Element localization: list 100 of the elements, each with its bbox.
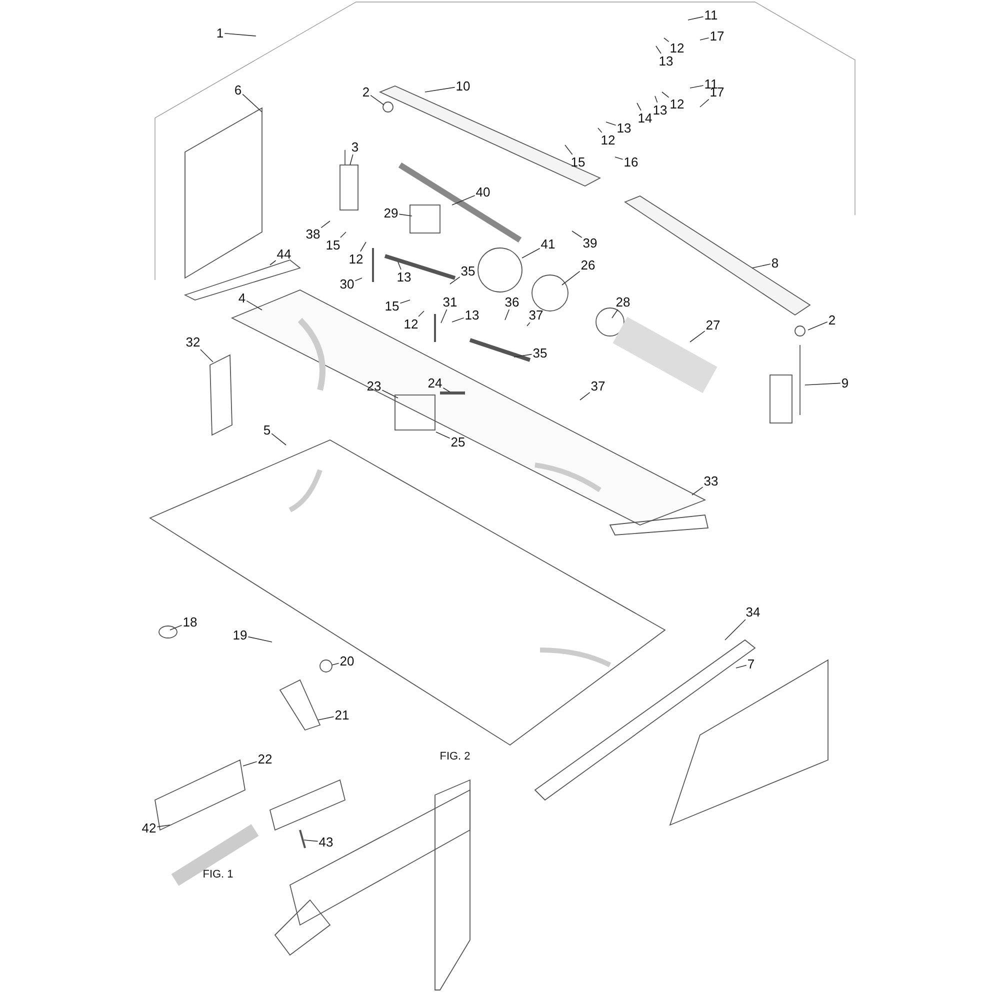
leader-line [424,86,456,92]
leader-line [452,195,476,206]
leader-line [526,322,530,326]
callout-number: 18 [182,614,198,630]
leader-line [804,382,841,386]
leader-line [688,16,704,20]
callout-number: 32 [184,334,202,350]
leader-line [156,824,170,828]
callout-number: 1 [215,26,225,40]
callout-number: 10 [454,78,472,94]
leader-line [320,220,330,228]
callout-number: 19 [232,628,248,642]
leader-line [752,264,771,268]
leader-line [736,664,747,668]
leader-line [340,232,346,238]
callout-number: 13 [616,120,632,136]
callout-number: 26 [580,258,596,272]
leader-line [564,144,573,155]
callout-number: 37 [590,378,606,394]
leader-line [270,260,276,266]
callout-number: 35 [460,264,476,278]
callout-number: 34 [744,604,762,620]
callout-number: 24 [426,376,444,390]
callout-number: 35 [532,346,548,360]
callout-number: 3 [350,140,360,154]
leader-line [636,102,642,111]
callout-number: 15 [384,298,400,314]
leader-line [522,248,540,258]
callout-number: 13 [652,102,668,118]
leader-line [450,276,460,284]
callout-number: 40 [474,184,492,200]
leader-line [382,390,398,398]
callout-number: 30 [338,276,356,292]
leader-line [246,300,262,310]
callout-number: 14 [636,110,654,126]
callout-number: 37 [528,308,544,322]
callout-number: 33 [702,474,720,488]
leader-line [370,94,384,106]
leader-line [170,624,182,630]
leader-line [318,716,334,720]
leader-line [664,38,670,42]
callout-number: 25 [450,434,466,450]
callout-number: 41 [540,236,556,252]
callout-number: 31 [442,294,458,310]
leader-line [692,486,704,496]
leader-line [562,270,580,286]
leader-line [248,636,272,642]
callout-number: 15 [570,154,586,170]
leader-line [398,262,402,270]
callout-number: 28 [614,294,632,310]
leader-line [614,156,624,160]
leader-line [514,354,532,358]
callout-number: 2 [361,84,371,100]
leader-line [612,309,618,318]
callout-number: 17 [708,28,726,44]
callout-number: 43 [318,834,334,850]
leader-line [504,309,510,320]
leader-line [271,433,286,446]
leader-line [654,96,658,103]
leader-line [440,309,448,324]
leader-line [662,92,670,98]
leader-line [304,840,318,842]
callout-number: 8 [770,256,780,270]
callout-number: 2 [827,312,837,328]
callout-number: 12 [668,40,686,56]
leader-line [354,278,362,282]
figure-label: FIG. 1 [202,868,234,882]
leader-line [700,38,710,40]
leader-line [580,392,590,400]
callout-number: 4 [237,290,247,306]
leader-line [360,242,366,252]
leader-line [598,128,602,133]
leader-line [200,349,214,362]
callout-number: 9 [840,376,850,390]
leader-line [224,33,256,36]
leader-line [606,122,616,126]
callout-number: 27 [704,318,722,332]
callout-number: 11 [703,8,719,22]
callout-number: 12 [402,316,420,332]
callout-number: 23 [366,378,382,394]
leader-line [656,46,662,54]
leader-line [700,98,710,108]
callout-number: 21 [334,708,350,722]
leader-line [242,761,258,766]
leader-line [690,330,706,342]
leader-line [724,619,746,640]
callout-number: 15 [324,238,342,252]
callout-number: 38 [304,226,322,242]
callout-number: 5 [262,422,272,438]
callout-number: 13 [658,54,674,68]
leader-line [350,154,354,166]
callout-number: 22 [256,752,274,766]
callout-number: 12 [600,132,616,148]
callout-number: 42 [140,820,158,836]
leader-line [572,230,582,238]
leader-line [332,662,340,666]
leader-line [398,214,412,216]
figure-label: FIG. 2 [438,750,472,764]
callout-number: 13 [396,270,412,284]
leader-line [436,432,450,439]
